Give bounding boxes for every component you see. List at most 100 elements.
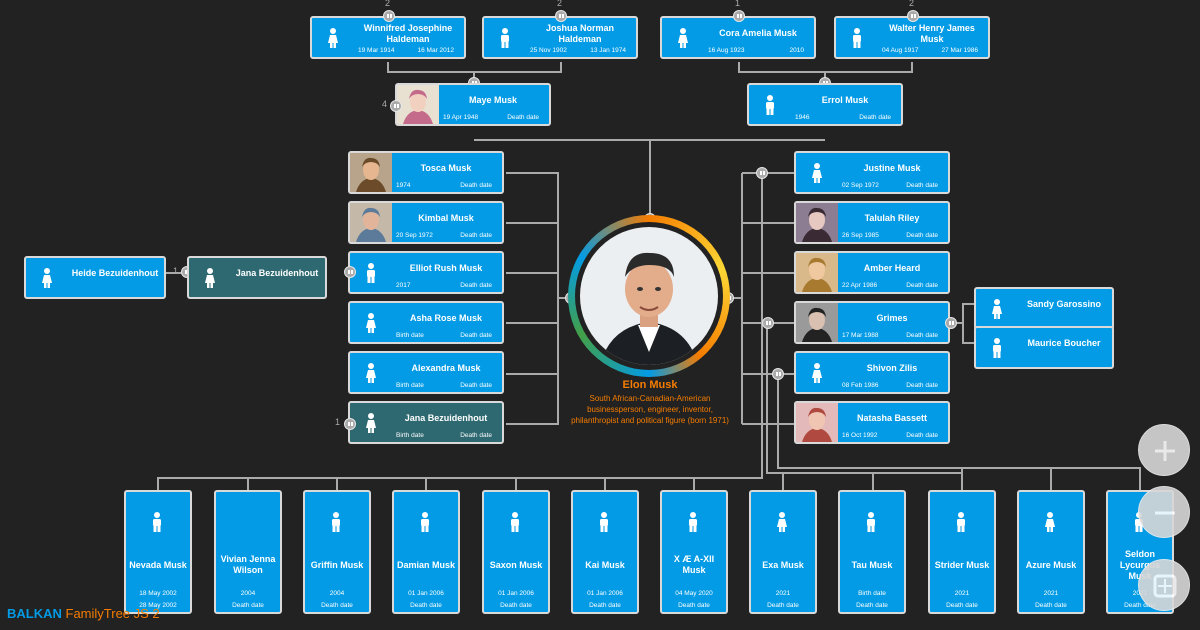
- female-person-icon: [203, 268, 217, 293]
- death-date: Death date: [906, 382, 938, 389]
- birth-date: 18 May 2002: [139, 590, 177, 597]
- male-person-icon: [418, 512, 432, 537]
- death-date: Death date: [906, 282, 938, 289]
- birth-date: 02 Sep 1972: [842, 182, 879, 189]
- birth-date: Birth date: [858, 590, 886, 597]
- birth-date: 04 Aug 1917: [882, 47, 919, 54]
- birth-date: Birth date: [396, 382, 424, 389]
- partner-rings-icon[interactable]: [772, 368, 784, 380]
- profile-photo: [397, 85, 439, 124]
- person-name: Vivian Jenna Wilson: [220, 554, 276, 575]
- birth-date: 2021: [1043, 590, 1059, 597]
- male-person-icon: [990, 338, 1004, 363]
- partner-rings-icon[interactable]: [907, 10, 919, 22]
- partner-rings-icon[interactable]: [945, 317, 957, 329]
- death-date: Death date: [767, 602, 799, 609]
- fit-to-screen-button[interactable]: [1138, 559, 1190, 611]
- person-name: Winnifred Josephine Haldeman: [363, 22, 453, 44]
- relationship-count: 1: [335, 417, 341, 427]
- partner-rings-icon[interactable]: [344, 266, 356, 278]
- birth-date: 2021: [954, 590, 970, 597]
- female-person-icon: [810, 363, 824, 388]
- partner-rings-icon[interactable]: [762, 317, 774, 329]
- death-date: Death date: [232, 602, 264, 609]
- focus-person-elon-musk[interactable]: [568, 215, 730, 377]
- male-person-icon: [686, 512, 700, 537]
- profile-photo: [796, 403, 838, 442]
- female-person-icon: [1043, 512, 1057, 537]
- female-person-icon: [676, 28, 690, 53]
- death-date: Death date: [946, 602, 978, 609]
- zoom-out-button[interactable]: [1138, 486, 1190, 538]
- death-date: Death date: [460, 182, 492, 189]
- death-date: 2010: [789, 47, 804, 54]
- partner-rings-icon[interactable]: [383, 10, 395, 22]
- female-person-icon: [40, 268, 54, 293]
- partner-rings-icon[interactable]: [555, 10, 567, 22]
- partner-rings-icon[interactable]: [756, 167, 768, 179]
- in-law-card[interactable]: Maurice Boucher: [974, 326, 1114, 369]
- death-date: Death date: [906, 182, 938, 189]
- zoom-in-button[interactable]: [1138, 424, 1190, 476]
- brand-logo: BALKAN FamilyTree JS 2: [7, 606, 160, 621]
- profile-photo: [350, 203, 392, 242]
- person-name: Kai Musk: [585, 559, 625, 570]
- birth-date: 2004: [240, 590, 256, 597]
- death-date: Death date: [906, 332, 938, 339]
- person-name: Kimbal Musk: [418, 213, 474, 223]
- person-name: Exa Musk: [762, 559, 804, 570]
- in-law-card[interactable]: Sandy Garossino: [974, 287, 1114, 330]
- person-name: Maurice Boucher: [1027, 338, 1101, 348]
- relative-card-jana[interactable]: Jana Bezuidenhout: [187, 256, 327, 299]
- birth-date: 25 Nov 1902: [530, 47, 567, 54]
- person-name: Heide Bezuidenhout: [71, 268, 159, 278]
- person-name: Maye Musk: [468, 95, 518, 105]
- plus-icon: [1155, 441, 1175, 461]
- birth-date: 2004: [329, 590, 345, 597]
- death-date: Death date: [859, 114, 891, 121]
- person-name: Sandy Garossino: [1026, 299, 1102, 309]
- person-name: Jana Bezuidenhout: [404, 413, 488, 423]
- birth-date: 1946: [795, 114, 810, 121]
- death-date: Death date: [460, 432, 492, 439]
- partner-rings-icon[interactable]: [390, 100, 402, 112]
- relative-card-heide[interactable]: Heide Bezuidenhout: [24, 256, 166, 299]
- relationship-count: 4: [382, 99, 388, 109]
- partner-rings-icon[interactable]: [733, 10, 745, 22]
- person-name: Shivon Zilis: [866, 363, 918, 373]
- brand-product: FamilyTree JS 2: [65, 606, 160, 621]
- partner-rings-icon[interactable]: [344, 418, 356, 430]
- person-name: Asha Rose Musk: [409, 313, 483, 323]
- birth-date: Birth date: [396, 432, 424, 439]
